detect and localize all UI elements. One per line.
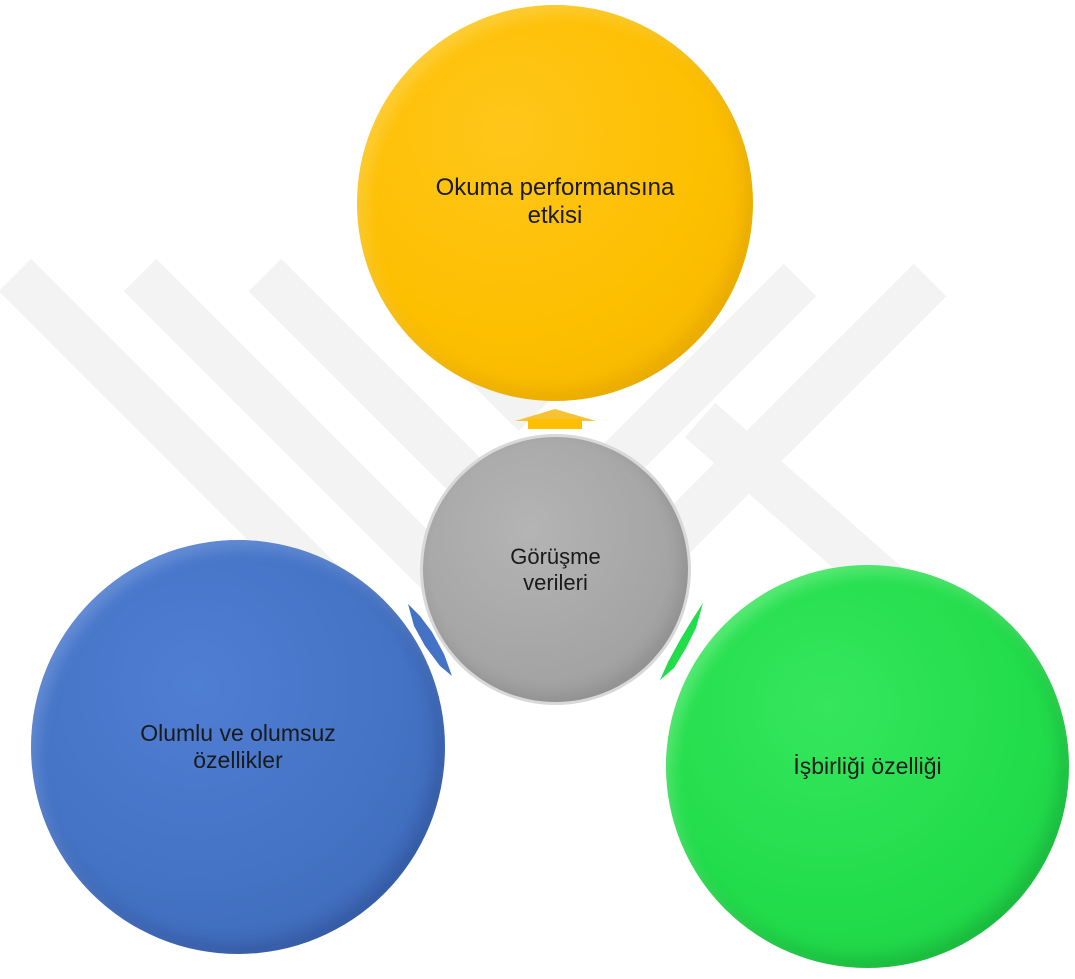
node-right-label: İşbirliği özelliği xyxy=(793,752,942,779)
node-positive-negative-features: Olumlu ve olumsuz özellikler xyxy=(31,540,445,954)
arrow-to-right xyxy=(660,603,703,680)
node-left-label: Olumlu ve olumsuz özellikler xyxy=(140,719,336,773)
node-collaboration-feature: İşbirliği özelliği xyxy=(666,565,1069,968)
node-top-label: Okuma performansına etkisi xyxy=(435,173,675,229)
arrow-to-top-stem xyxy=(528,419,582,429)
node-interview-data: Görüşme verileri xyxy=(423,437,688,702)
arrow-to-top xyxy=(515,409,596,421)
arrow-to-left xyxy=(408,604,452,676)
node-center-label: Görüşme verileri xyxy=(510,543,601,595)
node-reading-performance: Okuma performansına etkisi xyxy=(357,5,753,401)
